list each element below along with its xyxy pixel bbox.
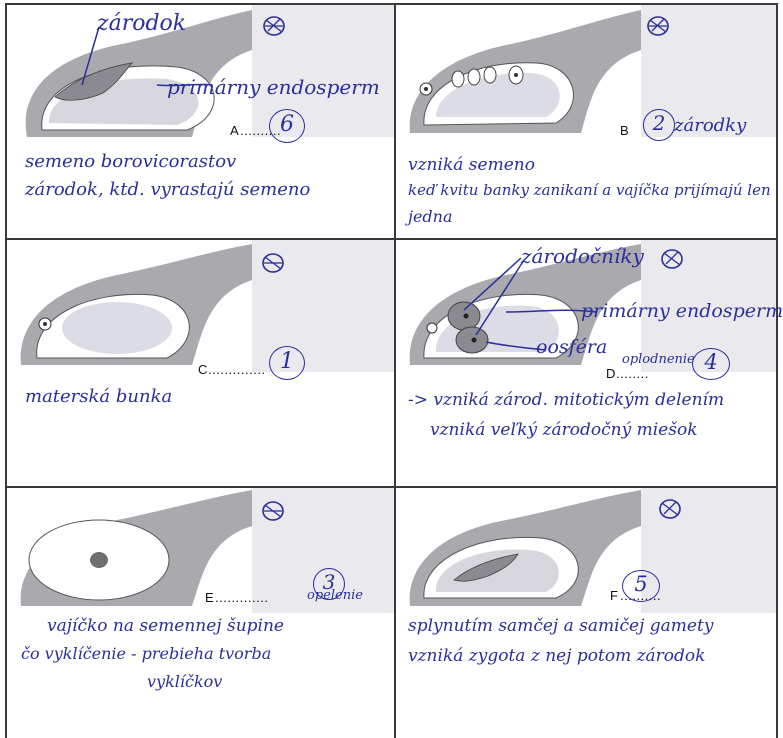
panel-a-label-zarodok: zárodok	[97, 11, 186, 36]
panel-d-egg-nucleus-2	[472, 338, 477, 343]
panel-d-letter: D	[606, 366, 615, 381]
panel-d: zárodočníky primárny endosperm oosféra D…	[396, 240, 776, 486]
panel-d-pollen-grain	[427, 323, 437, 333]
panel-c-note-1: materská bunka	[25, 386, 172, 407]
panel-a-label-endosperm: primárny endosperm	[167, 75, 380, 99]
panel-b: B 2 zárodky vzniká semeno keď kvitu bank…	[396, 5, 776, 238]
panel-e-letter: E	[205, 590, 214, 605]
panel-b-note-1: vzniká semeno	[408, 155, 535, 175]
panel-c-megasporocyte	[62, 302, 172, 354]
panel-d-note-2: vzniká veľký zárodočný miešok	[430, 420, 698, 440]
panel-a-answer-number: 6	[270, 112, 304, 137]
panel-f-ovule-drawing	[396, 488, 776, 738]
panel-b-archegonium-3	[484, 67, 496, 83]
panel-b-archegonium-2	[468, 69, 480, 85]
panel-a-scribbled-number-mark	[260, 13, 290, 43]
panel-c-answer-circle: 1	[269, 346, 305, 380]
panel-b-answer-word: zárodky	[674, 115, 746, 136]
panel-e-note-1: vajíčko na semennej šupine	[47, 616, 284, 636]
panel-f-scribbled-number-mark	[656, 496, 686, 526]
panel-e-note-2: čo vyklíčenie - prebieha tvorba	[21, 644, 271, 663]
panel-c-scribbled-number-mark	[259, 250, 289, 280]
panel-e-ovule-drawing	[7, 488, 394, 738]
panel-d-scribbled-number-mark	[658, 246, 688, 276]
panel-c-micropyle-dot	[43, 322, 47, 326]
panel-c: C .............. 1 materská bunka	[7, 240, 394, 486]
panel-b-note-2: keď kvitu banky zanikaní a vajíčka prijí…	[408, 181, 771, 199]
panel-f-answer-circle: 5	[622, 570, 660, 602]
panel-a-answer-circle: 6	[269, 109, 305, 143]
panel-d-label-endosperm: primárny endosperm	[581, 300, 783, 322]
panel-b-note-3: jedna	[408, 207, 453, 226]
panel-d-answer-circle: 4	[692, 348, 730, 380]
panel-f: F .......... 5 splynutím samčej a samiče…	[396, 488, 776, 738]
panel-b-answer-circle: 2	[643, 109, 675, 141]
panel-f-letter: F	[610, 588, 618, 603]
panel-e-answer-dots: .............	[215, 590, 268, 605]
panel-a: zárodok primárny endosperm A .......... …	[7, 5, 394, 238]
panel-a-letter: A	[230, 123, 239, 138]
panel-b-nucleus	[514, 73, 518, 77]
panel-c-answer-number: 1	[270, 349, 304, 374]
panel-d-answer-word: oplodnenie	[622, 352, 695, 367]
grid-line-right	[776, 3, 778, 738]
panel-a-note-2: zárodok, ktd. vyrastajú semeno	[25, 179, 310, 200]
panel-e-answer-word: opelenie	[307, 588, 363, 603]
panel-d-answer-number: 4	[693, 350, 729, 374]
panel-d-label-oosfera: oosféra	[536, 336, 607, 358]
panel-e-note-3: vyklíčkov	[147, 672, 222, 691]
panel-e-scribbled-number-mark	[259, 498, 289, 528]
panel-a-ovule-drawing	[7, 5, 394, 238]
panel-b-archegonium-1	[452, 71, 464, 87]
panel-d-note-1: -> vzniká zárod. mitotickým delením	[408, 390, 724, 410]
panel-f-note-1: splynutím samčej a samičej gamety	[408, 616, 713, 636]
panel-d-label-zarodocniky: zárodočníky	[521, 244, 644, 268]
panel-b-micropyle-dot	[424, 87, 428, 91]
panel-f-note-2: vzniká zygota z nej potom zárodok	[408, 646, 705, 666]
panel-d-answer-dots: ........	[616, 366, 649, 381]
panel-c-letter: C	[198, 362, 207, 377]
panel-b-scribbled-number-mark	[644, 13, 674, 43]
panel-f-answer-number: 5	[623, 572, 659, 596]
panel-b-answer-number: 2	[644, 111, 674, 135]
panel-d-egg-nucleus-1	[464, 314, 469, 319]
panel-e: E ............. 3 opelenie vajíčko na se…	[7, 488, 394, 738]
panel-b-letter: B	[620, 123, 629, 138]
panel-c-answer-dots: ..............	[208, 362, 266, 377]
panel-e-nucleus	[90, 552, 108, 568]
panel-a-note-1: semeno borovicorastov	[25, 151, 236, 172]
